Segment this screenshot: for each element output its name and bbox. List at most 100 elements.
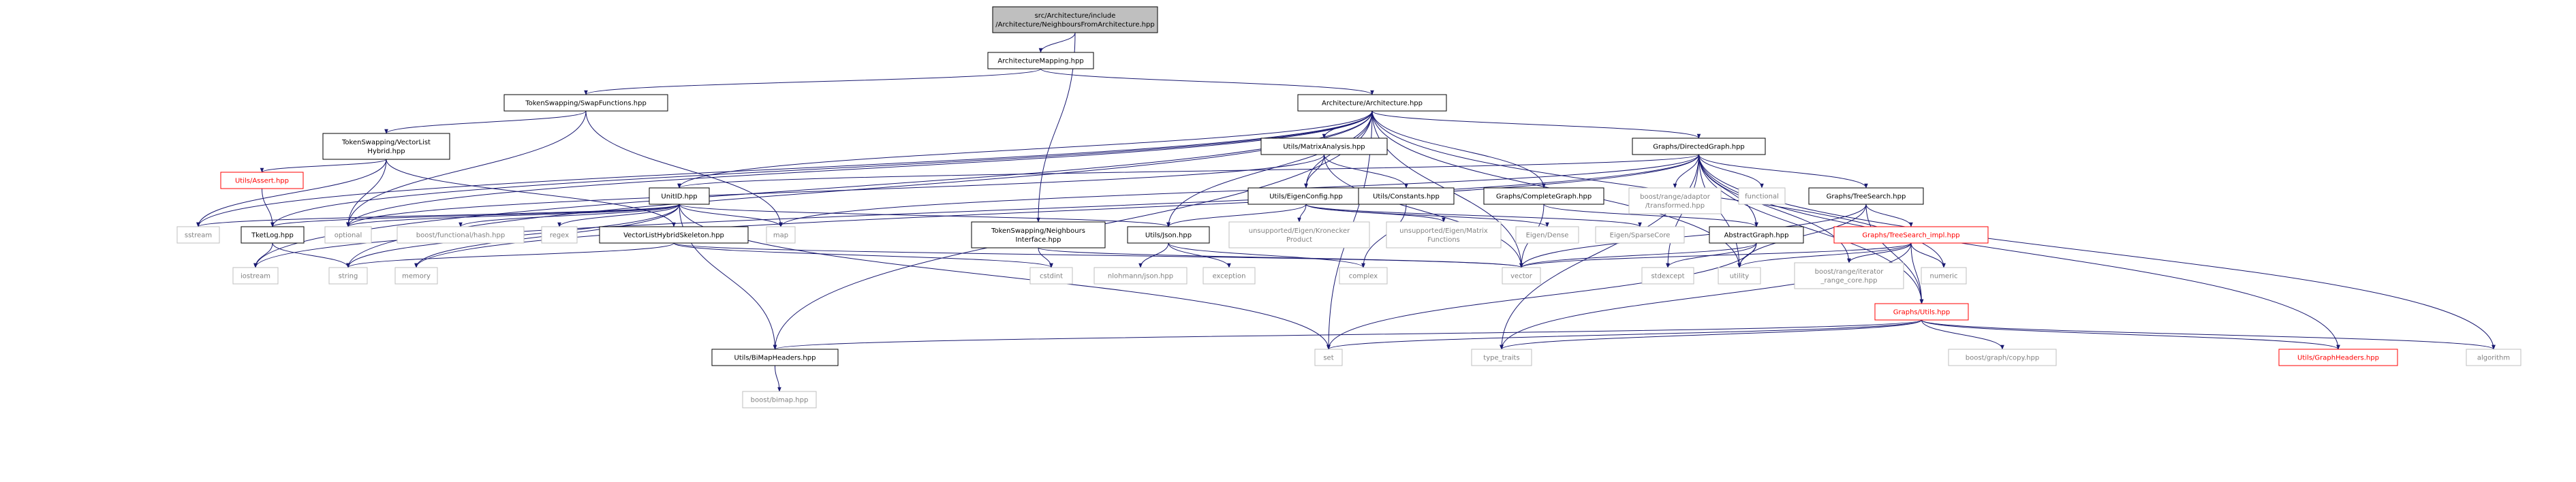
edge-gutils-to-gheaders xyxy=(1921,319,2340,350)
edge xyxy=(270,110,1373,227)
node-graphs-directedgraph-hpp[interactable]: Graphs/DirectedGraph.hpp xyxy=(1632,138,1766,155)
node-graphs-treesearch-impl-hpp[interactable]: Graphs/TreeSearch_impl.hpp xyxy=(1833,226,1989,244)
node-memory: memory xyxy=(394,267,438,285)
node-stdexcept: stdexcept xyxy=(1641,267,1694,285)
edge xyxy=(1371,110,1546,189)
edge xyxy=(679,204,783,227)
node-abstractgraph-hpp[interactable]: AbstractGraph.hpp xyxy=(1709,226,1804,244)
edge xyxy=(1038,247,1053,268)
edge xyxy=(1698,154,1851,263)
node-graphs-completegraph-hpp[interactable]: Graphs/CompleteGraph.hpp xyxy=(1483,187,1604,205)
edge-treesearch-to-gutils xyxy=(1865,204,1924,304)
node-label: TokenSwapping/SwapFunctions.hpp xyxy=(525,100,647,108)
node-box xyxy=(1358,187,1455,205)
node-label: unsupported/Eigen/Kronecker xyxy=(1249,227,1350,235)
node-label: Eigen/Dense xyxy=(1526,232,1569,240)
node-utils-eigenconfig-hpp[interactable]: Utils/EigenConfig.hpp xyxy=(1247,187,1365,205)
node-label: VectorListHybridSkeleton.hpp xyxy=(623,232,724,240)
node-label: complex xyxy=(1349,273,1378,280)
edge-eigencfg-to-json xyxy=(1166,204,1307,227)
node-src-architecture-include-architecture-neighboursfromarchitecture-hpp[interactable]: src/Architecture/include/Architecture/Ne… xyxy=(992,6,1158,33)
edge-vlh-to-optional xyxy=(346,159,387,227)
edge-arch-to-sstream xyxy=(196,110,1373,227)
node-tokenswapping-vectorlisthybrid-hpp[interactable]: TokenSwapping/VectorListHybrid.hpp xyxy=(322,133,450,160)
node-utils-matrixanalysis-hpp[interactable]: Utils/MatrixAnalysis.hpp xyxy=(1260,138,1388,155)
edge xyxy=(459,204,680,227)
edge-tsimpl-to-numeric xyxy=(1910,242,1946,268)
node-label: Utils/Constants.hpp xyxy=(1373,193,1440,201)
node-unitid-hpp[interactable]: UnitID.hpp xyxy=(649,187,710,205)
node-label: set xyxy=(1323,355,1333,362)
node-architecture-architecture-hpp[interactable]: Architecture/Architecture.hpp xyxy=(1297,94,1447,112)
node-tokenswapping-swapfunctions-hpp[interactable]: TokenSwapping/SwapFunctions.hpp xyxy=(503,94,668,112)
node-set: set xyxy=(1314,349,1343,366)
node-box xyxy=(1386,221,1502,248)
node-box xyxy=(649,187,710,205)
node-optional: optional xyxy=(324,226,372,244)
edge xyxy=(1519,242,1912,268)
node-graphs-utils-hpp[interactable]: Graphs/Utils.hpp xyxy=(1874,303,1969,321)
nodes-layer: src/Architecture/include/Architecture/Ne… xyxy=(176,6,2521,408)
node-box xyxy=(992,6,1158,33)
node-label: memory xyxy=(402,273,431,280)
node-label: utility xyxy=(1730,273,1750,280)
node-label: iostream xyxy=(240,273,270,280)
edge-archmap-to-swapfn xyxy=(584,68,1041,95)
node-label: string xyxy=(339,273,358,280)
node-vectorlisthybridskeleton-hpp[interactable]: VectorListHybridSkeleton.hpp xyxy=(599,226,749,244)
edge xyxy=(346,159,387,227)
node-tketlog-hpp[interactable]: TketLog.hpp xyxy=(240,226,305,244)
edge-tketlog-to-iostream xyxy=(253,242,273,268)
node-label: TketLog.hpp xyxy=(251,232,294,240)
node-architecturemapping-hpp[interactable]: ArchitectureMapping.hpp xyxy=(987,52,1094,69)
node-box xyxy=(1948,349,2057,366)
edge xyxy=(1138,242,1169,268)
node-utils-bimapheaders-hpp[interactable]: Utils/BiMapHeaders.hpp xyxy=(711,349,839,366)
edge-abstract-to-set xyxy=(1326,242,1757,350)
edge-abstract-to-vector xyxy=(1519,242,1757,268)
node-box xyxy=(1632,138,1766,155)
edge-digraph-to-memory xyxy=(414,154,1699,268)
node-label: TokenSwapping/Neighbours xyxy=(991,227,1085,235)
edge xyxy=(270,204,680,227)
edge xyxy=(346,242,674,268)
node-algorithm: algorithm xyxy=(2466,349,2521,366)
node-utils-assert-hpp[interactable]: Utils/Assert.hpp xyxy=(220,172,304,189)
edge xyxy=(1921,319,2340,350)
node-utility: utility xyxy=(1718,267,1761,285)
node-box xyxy=(1202,267,1256,285)
edge xyxy=(677,154,1699,189)
node-box xyxy=(1595,226,1685,244)
edge xyxy=(1921,319,2496,350)
edge xyxy=(1910,242,1946,268)
node-box xyxy=(599,226,749,244)
node-utils-constants-hpp[interactable]: Utils/Constants.hpp xyxy=(1358,187,1455,205)
node-box xyxy=(2278,349,2398,366)
node-label: numeric xyxy=(1930,273,1958,280)
edge-gutils-to-typetraits xyxy=(1500,319,1922,350)
node-box xyxy=(1833,226,1989,244)
node-utils-json-hpp[interactable]: Utils/Json.hpp xyxy=(1127,226,1210,244)
edge xyxy=(1324,154,1523,268)
node-box xyxy=(2466,349,2521,366)
node-box xyxy=(711,349,839,366)
edge-matrix-to-vector xyxy=(1324,154,1523,268)
edge-complete-to-abstract xyxy=(1543,204,1758,227)
node-label: regex xyxy=(550,232,569,240)
node-graphs-treesearch-hpp[interactable]: Graphs/TreeSearch.hpp xyxy=(1808,187,1924,205)
edge-swapfn-to-optional xyxy=(346,110,587,227)
node-box xyxy=(324,226,372,244)
edge xyxy=(1910,242,1924,304)
node-numeric: numeric xyxy=(1921,267,1967,285)
edge-vlhs-to-cstdint xyxy=(673,242,1053,268)
edge-treesearch-to-tsimpl xyxy=(1865,204,1913,227)
node-sstream: sstream xyxy=(176,226,220,244)
edge xyxy=(775,365,781,392)
node-label: /Architecture/NeighboursFromArchitecture… xyxy=(995,21,1154,29)
node-box xyxy=(328,267,368,285)
edge xyxy=(253,242,273,268)
node-nlohmann-json-hpp: nlohmann/json.hpp xyxy=(1093,267,1188,285)
node-utils-graphheaders-hpp[interactable]: Utils/GraphHeaders.hpp xyxy=(2278,349,2398,366)
